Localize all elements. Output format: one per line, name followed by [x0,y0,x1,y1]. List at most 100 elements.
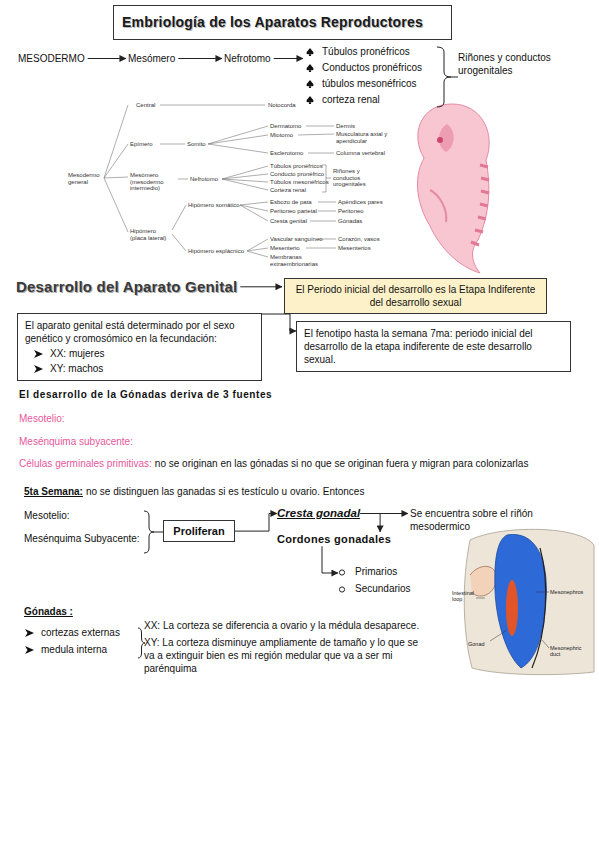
note-label: 5ta Semana: [24,486,83,499]
arrow-shape [25,629,34,637]
diagram-label: Conducto pronéfrico [270,171,324,178]
circle-bullet [338,567,350,577]
arrow-bullet [24,645,36,655]
node-text: Mesotelio: [24,509,142,522]
diagram-label: Hipómero (placa lateral) [130,228,172,241]
note-label: Células germinales primitivas: [19,458,152,471]
node-text: túbulos mesonéfricos [322,77,417,90]
spade-bullet [305,47,317,57]
diagram-label: Peritoneo parietal [270,208,317,215]
diagram-label: Musculatura axial y apendicular [336,131,396,144]
figure-label: Mesonephros [550,589,583,595]
bracket-connector [144,511,163,553]
arrow-connector [240,286,282,287]
diagram-label: Corazón, vasos [338,236,380,243]
diagram-label: Cresta genital [270,218,307,225]
embryo-eye [437,137,443,143]
node-text: Túbulos pronéfricos [322,45,410,58]
node-text: El fenotipo hasta la semana 7ma: periodo… [304,327,563,366]
spade-shape [307,48,314,56]
node-text: Cordones gonadales [277,532,391,546]
bullet-row: Secundarios [338,582,428,595]
flow-term: Mesómero [128,52,175,65]
note-text: Se encuentra sobre el riñón mesodermico [410,507,550,533]
arrow-shape [34,350,43,358]
gonad [506,580,518,636]
node-text: corteza renal [322,93,380,106]
note-text: XX: La corteza se diferencia a ovario y … [144,619,429,679]
spade-bullet [305,79,317,89]
bullet-row: cortezas externas [24,626,136,639]
tree-line [160,105,268,153]
bullet-row: Conductos pronéfricos [305,61,435,74]
result-text: Riñones y conductos urogenitales [458,51,568,77]
diagram-label: Mesenterio [270,245,300,252]
figure-label: Intestinal loop [452,590,476,602]
arrow-connector [178,58,222,59]
bullet-row: XX: mujeres [33,347,254,360]
circle-bullet [338,584,350,594]
node-text: Secundarios [355,582,411,595]
tree-bracket [322,165,331,192]
diagram-label: Gónadas [338,218,362,225]
process-box: Proliferan [163,520,235,542]
arrow-connector [262,314,296,331]
node-text: Mesénquima Subyacente: [24,532,142,545]
flow-term: MESODERMO [18,52,85,65]
bullet-row: corteza renal [305,93,435,106]
spade-bullet [305,63,317,73]
arrow-connector [363,513,408,514]
bracket-group: Mesotelio: Mesénquima Subyacente: [24,509,142,555]
node-text: Cresta gonadal [277,506,360,521]
diagram-label: Mesodermo general [68,172,104,185]
diagram-label: Central [136,102,155,109]
arrow-connector [322,546,338,573]
embryo-drawing [417,104,489,273]
text-row: Células germinales primitivas:no se orig… [19,458,528,471]
tree-line [172,202,268,251]
diagram-label: Membranas extraembrionarias [270,254,320,267]
node-text: medula interna [41,643,107,656]
bullet-row: Primarios [338,565,428,578]
note-box: El fenotipo hasta la semana 7ma: periodo… [296,321,571,372]
node-text: Se encuentra sobre el riñón mesodermico [410,507,550,533]
diagram-label: Esbozo de pata [270,199,312,206]
diagram-label: Dermatomo [270,123,301,130]
node-text: XY: machos [50,362,103,375]
arrow-shape [34,365,43,373]
figure-label: Gonad [468,641,485,647]
tissue-background [464,529,594,674]
title-box: Embriología de los Aparatos Reproductore… [113,5,452,40]
embryo-somites [471,165,489,245]
tree-line [178,166,268,190]
gonad-drawing [464,529,594,674]
note-label: El desarrollo de la Gónadas deriva de 3 … [19,389,272,402]
bullet-list: Túbulos pronéfricosConductos pronéfricos… [305,45,435,109]
node-text: El Periodo inicial del desarrollo es la … [295,283,536,309]
title-text: Embriología de los Aparatos Reproductore… [122,14,451,30]
mesonephros [495,534,547,668]
diagram-label: Mesómero (mesodermo intermedio) [130,172,176,192]
note-label: Mesotelio: [19,413,65,426]
diagram-label: Túbulos mesonéfricos [270,179,329,186]
section-heading: Desarrollo del Aparato Genital [16,277,237,297]
diagram-label: Túbulos pronéfricos [270,163,323,170]
diagram-label: Epímero [130,141,153,148]
bracket-connector [437,47,458,107]
bullet-row: Túbulos pronéfricos [305,45,435,58]
figure-label: Mesonephric duct [550,645,584,657]
bracket-connector [138,628,145,658]
node-text: cortezas externas [41,626,120,639]
circle-shape [339,587,344,592]
diagram-label: Hipómero somático [188,202,240,209]
node-text: Nefrotomo [224,52,271,65]
term-heading: Cresta gonadal [277,506,360,521]
node-text: Riñones y conductos urogenitales [458,51,568,77]
note-label: Mesénquima subyacente: [19,436,133,449]
embryo-body [417,104,489,273]
arrow-bullet [24,628,36,638]
arrow-connector [274,58,303,59]
bullet-row: túbulos mesonéfricos [305,77,435,90]
